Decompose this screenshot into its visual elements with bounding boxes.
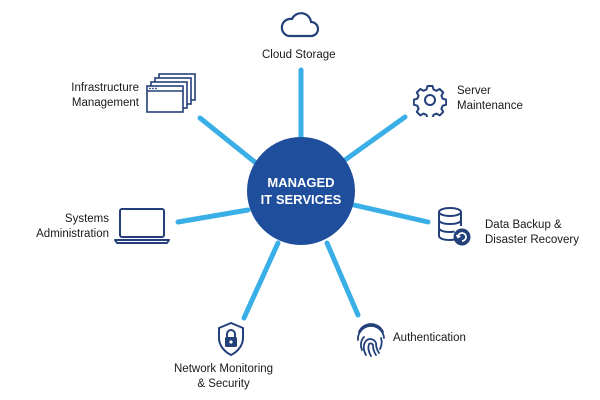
label-cloud-storage: Cloud Storage bbox=[262, 48, 336, 63]
label-authentication-line1: Authentication bbox=[393, 332, 466, 344]
spoke-network-monitoring bbox=[241, 240, 281, 321]
padlock-shield-icon bbox=[216, 321, 246, 357]
label-systems-administration-line2: Administration bbox=[36, 228, 109, 240]
spoke-systems-administration bbox=[175, 207, 251, 225]
gear-icon bbox=[413, 83, 447, 117]
spoke-authentication bbox=[324, 240, 361, 318]
stacked-windows-icon bbox=[145, 72, 197, 116]
fingerprint-icon bbox=[355, 320, 387, 358]
label-infrastructure-management-line2: Management bbox=[71, 97, 139, 109]
spoke-infrastructure-management bbox=[197, 115, 259, 166]
label-data-backup-line2: Disaster Recovery bbox=[485, 234, 579, 246]
label-server-maintenance: Server Maintenance bbox=[457, 84, 523, 114]
label-systems-administration: Systems Administration bbox=[33, 212, 109, 242]
spoke-data-backup bbox=[351, 202, 431, 225]
label-server-maintenance-line1: Server bbox=[457, 85, 491, 97]
managed-it-services-hub: MANAGED IT SERVICES bbox=[247, 137, 355, 245]
database-icon bbox=[436, 206, 472, 248]
label-cloud-storage-line1: Cloud Storage bbox=[262, 49, 336, 61]
label-infrastructure-management-line1: Infrastructure bbox=[71, 82, 139, 94]
label-network-monitoring-line2: & Security bbox=[197, 378, 250, 390]
label-network-monitoring-line1: Network Monitoring bbox=[174, 363, 274, 375]
label-data-backup-line1: Data Backup & bbox=[485, 219, 562, 231]
label-server-maintenance-line2: Maintenance bbox=[457, 100, 523, 112]
label-systems-administration-line1: Systems bbox=[64, 213, 109, 225]
label-network-monitoring: Network Monitoring & Security bbox=[174, 362, 273, 392]
laptop-icon bbox=[114, 207, 170, 245]
label-authentication: Authentication bbox=[393, 331, 466, 346]
label-data-backup: Data Backup & Disaster Recovery bbox=[485, 218, 579, 248]
label-infrastructure-management: Infrastructure Management bbox=[61, 81, 139, 111]
spoke-server-maintenance bbox=[342, 114, 408, 163]
hub-title-line2: IT SERVICES bbox=[260, 192, 342, 207]
hub-title-line1: MANAGED bbox=[267, 175, 335, 190]
cloud-icon bbox=[280, 10, 320, 40]
